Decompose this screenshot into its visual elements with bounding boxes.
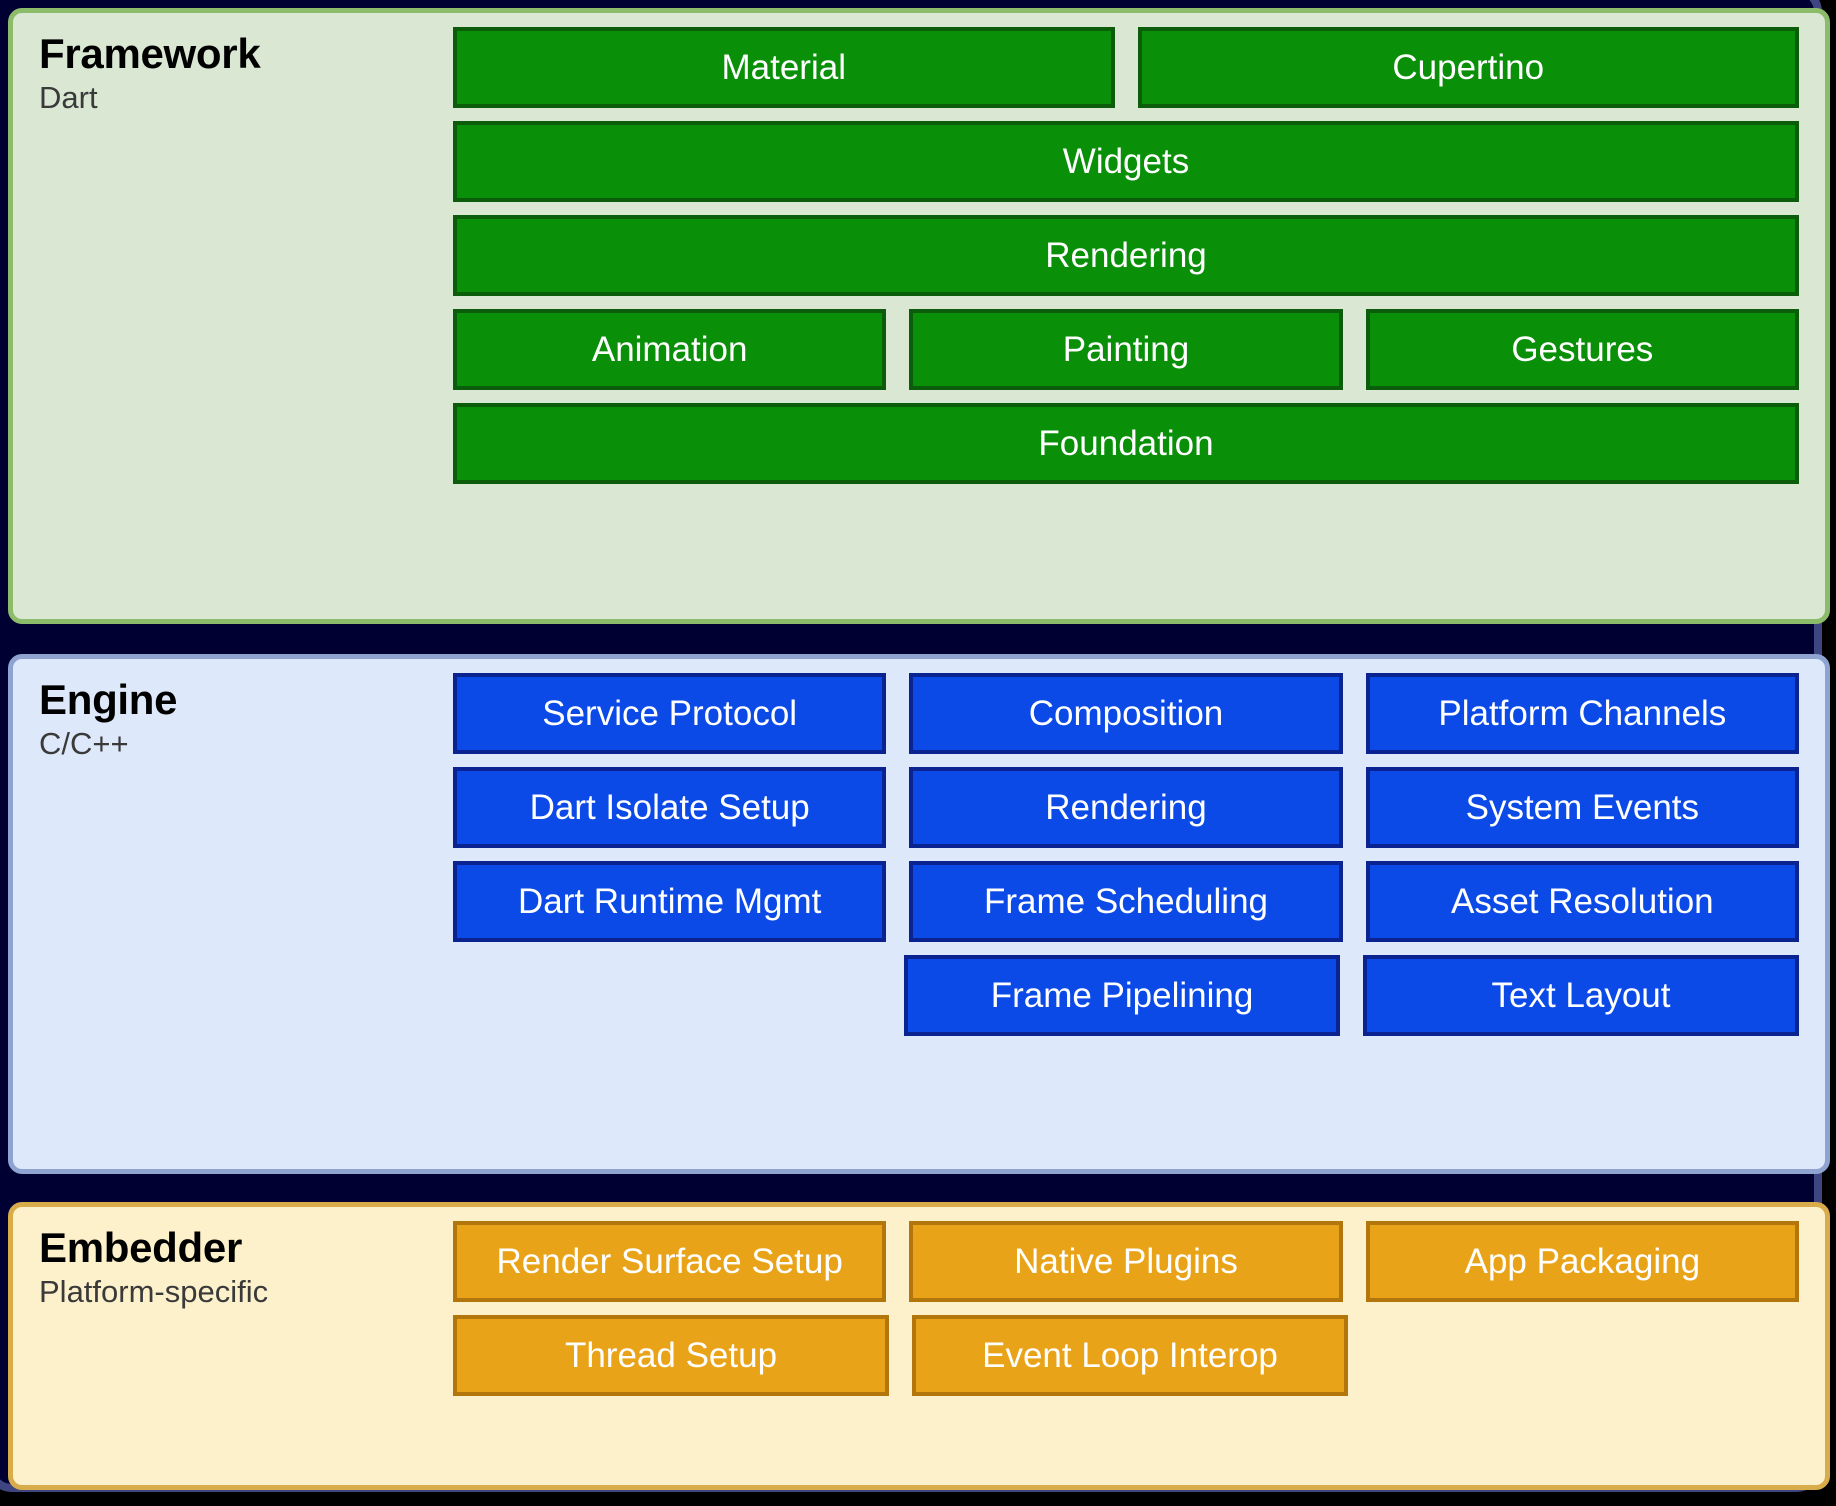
node-event-loop-interop[interactable]: Event Loop Interop xyxy=(912,1315,1348,1396)
node-dart-runtime-mgmt[interactable]: Dart Runtime Mgmt xyxy=(453,861,887,942)
node-text-layout[interactable]: Text Layout xyxy=(1363,955,1799,1036)
node-animation[interactable]: Animation xyxy=(453,309,887,390)
embedder-row-2-spacer xyxy=(1371,1315,1799,1396)
node-frame-pipelining[interactable]: Frame Pipelining xyxy=(904,955,1340,1036)
layer-framework-title: Framework xyxy=(39,30,261,77)
framework-row-1: Material Cupertino xyxy=(453,27,1799,108)
node-composition[interactable]: Composition xyxy=(909,673,1343,754)
layer-engine-title: Engine xyxy=(39,676,178,723)
layer-embedder: Embedder Platform-specific Render Surfac… xyxy=(8,1202,1830,1490)
framework-row-2: Widgets xyxy=(453,121,1799,202)
layer-embedder-label: Embedder Platform-specific xyxy=(13,1207,453,1311)
layer-engine-grid: Service Protocol Composition Platform Ch… xyxy=(453,659,1825,1050)
framework-row-3: Rendering xyxy=(453,215,1799,296)
node-render-surface-setup[interactable]: Render Surface Setup xyxy=(453,1221,887,1302)
node-system-events[interactable]: System Events xyxy=(1365,767,1799,848)
layer-framework: Framework Dart Material Cupertino Widget… xyxy=(8,8,1830,624)
engine-row-4: Frame Pipelining Text Layout xyxy=(453,955,1799,1036)
node-gestures[interactable]: Gestures xyxy=(1365,309,1799,390)
embedder-row-1: Render Surface Setup Native Plugins App … xyxy=(453,1221,1799,1302)
framework-row-5: Foundation xyxy=(453,403,1799,484)
layer-embedder-grid: Render Surface Setup Native Plugins App … xyxy=(453,1207,1825,1410)
node-thread-setup[interactable]: Thread Setup xyxy=(453,1315,889,1396)
layer-framework-label: Framework Dart xyxy=(13,13,453,117)
engine-row-2: Dart Isolate Setup Rendering System Even… xyxy=(453,767,1799,848)
node-material[interactable]: Material xyxy=(453,27,1115,108)
node-dart-isolate-setup[interactable]: Dart Isolate Setup xyxy=(453,767,887,848)
node-widgets[interactable]: Widgets xyxy=(453,121,1799,202)
layer-engine-subtitle: C/C++ xyxy=(39,726,129,762)
node-native-plugins[interactable]: Native Plugins xyxy=(909,1221,1343,1302)
layer-framework-subtitle: Dart xyxy=(39,80,98,116)
layer-framework-grid: Material Cupertino Widgets Rendering Ani… xyxy=(453,13,1825,498)
node-service-protocol[interactable]: Service Protocol xyxy=(453,673,887,754)
node-platform-channels[interactable]: Platform Channels xyxy=(1365,673,1799,754)
layer-embedder-title: Embedder xyxy=(39,1224,242,1271)
layer-engine: Engine C/C++ Service Protocol Compositio… xyxy=(8,654,1830,1174)
node-app-packaging[interactable]: App Packaging xyxy=(1365,1221,1799,1302)
layer-embedder-subtitle: Platform-specific xyxy=(39,1274,269,1310)
node-frame-scheduling[interactable]: Frame Scheduling xyxy=(909,861,1343,942)
node-rendering-framework[interactable]: Rendering xyxy=(453,215,1799,296)
engine-row-1: Service Protocol Composition Platform Ch… xyxy=(453,673,1799,754)
node-rendering-engine[interactable]: Rendering xyxy=(909,767,1343,848)
layer-engine-label: Engine C/C++ xyxy=(13,659,453,763)
engine-row-3: Dart Runtime Mgmt Frame Scheduling Asset… xyxy=(453,861,1799,942)
framework-row-4: Animation Painting Gestures xyxy=(453,309,1799,390)
node-painting[interactable]: Painting xyxy=(909,309,1343,390)
embedder-row-2: Thread Setup Event Loop Interop xyxy=(453,1315,1799,1396)
node-cupertino[interactable]: Cupertino xyxy=(1137,27,1799,108)
node-foundation[interactable]: Foundation xyxy=(453,403,1799,484)
node-asset-resolution[interactable]: Asset Resolution xyxy=(1365,861,1799,942)
engine-row-4-spacer xyxy=(453,955,881,1036)
